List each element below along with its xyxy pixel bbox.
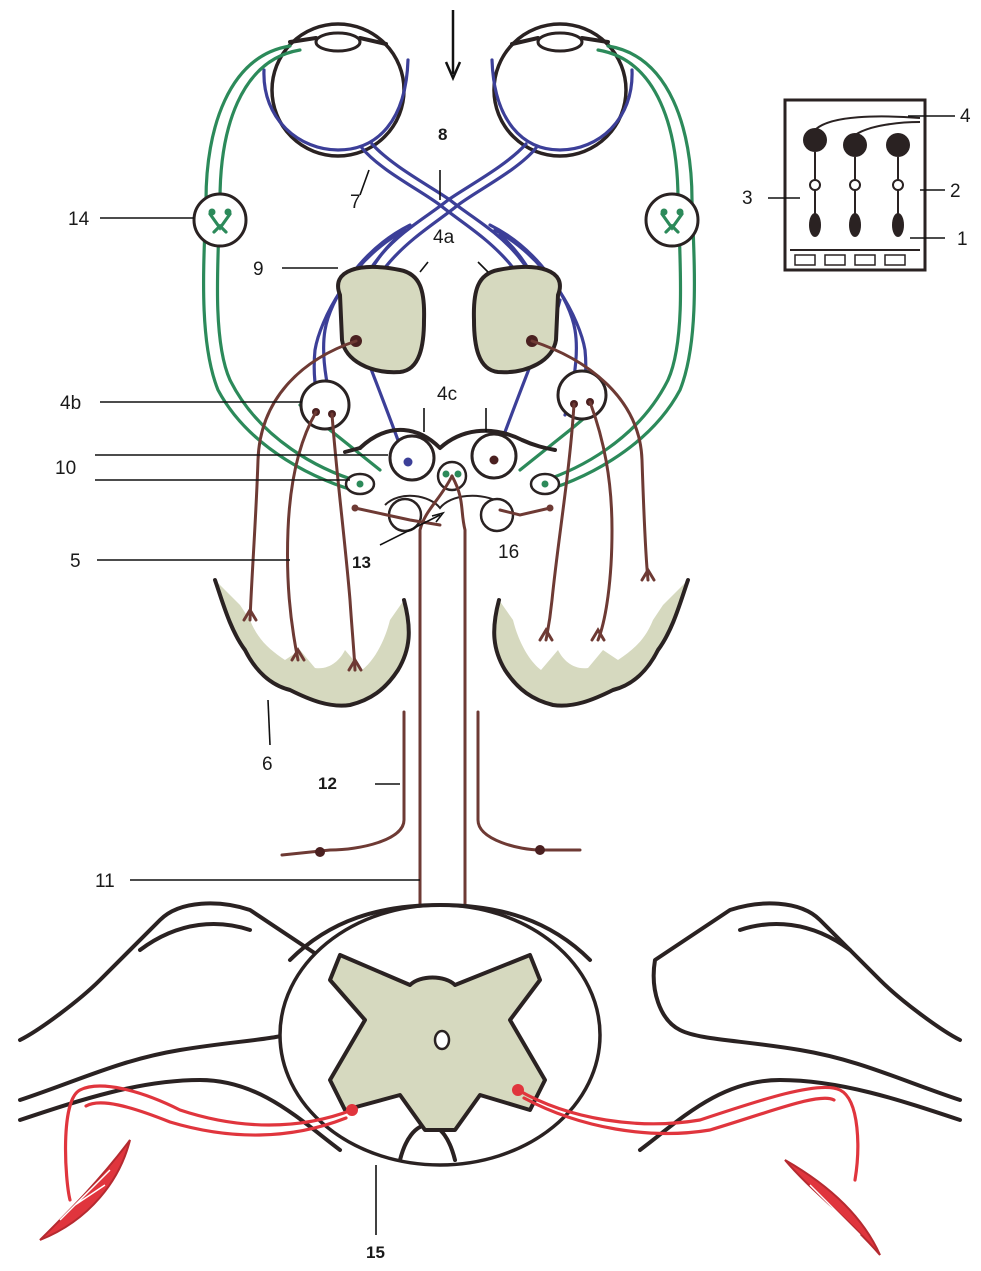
label-4b: 4b <box>60 393 81 414</box>
label-12: 12 <box>318 774 337 793</box>
label-2: 2 <box>950 181 961 202</box>
label-7: 7 <box>350 192 361 213</box>
label-1: 1 <box>957 229 968 250</box>
label-10: 10 <box>55 458 76 479</box>
label-4: 4 <box>960 106 971 127</box>
label-4a: 4a <box>433 227 455 248</box>
lateral-geniculate-bodies <box>338 267 560 372</box>
retina-inset <box>785 100 925 270</box>
cortex-masses <box>215 580 688 706</box>
label-3: 3 <box>742 188 753 209</box>
label-13: 13 <box>352 553 371 572</box>
label-6: 6 <box>262 754 273 775</box>
down-arrow-icon <box>446 10 460 78</box>
label-4c: 4c <box>437 384 457 405</box>
label-8: 8 <box>438 125 447 144</box>
label-9: 9 <box>253 259 264 280</box>
label-14: 14 <box>68 209 90 230</box>
label-16: 16 <box>498 542 519 563</box>
left-eye <box>264 24 408 156</box>
right-eye <box>492 24 632 156</box>
label-5: 5 <box>70 551 81 572</box>
label-11: 11 <box>95 871 115 892</box>
label-15: 15 <box>366 1243 385 1262</box>
spinal-cord-section <box>20 903 960 1165</box>
